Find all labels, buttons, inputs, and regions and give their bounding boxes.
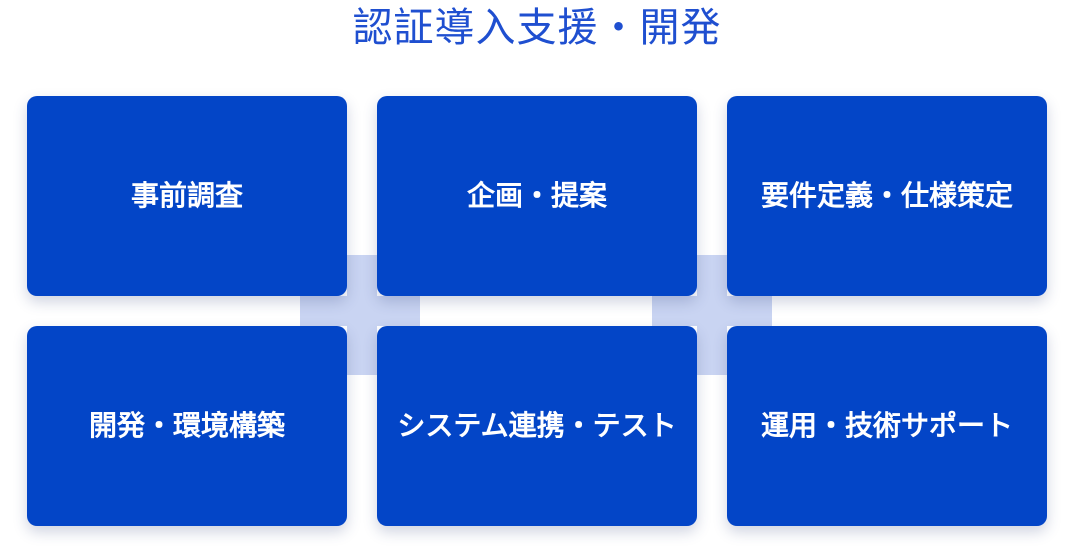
card-label: 開発・環境構築 (88, 409, 285, 443)
card-label: 事前調査 (130, 179, 243, 213)
card-development-environment: 開発・環境構築 (27, 326, 347, 526)
connector-left-horizontal (300, 296, 420, 326)
card-label: 運用・技術サポート (760, 409, 1013, 443)
connector-right-horizontal (652, 296, 772, 326)
card-system-integration-test: システム連携・テスト (377, 326, 697, 526)
card-label: 企画・提案 (466, 179, 607, 213)
diagram-title: 認証導入支援・開発 (352, 5, 722, 51)
card-label: 要件定義・仕様策定 (760, 179, 1013, 213)
card-operations-support: 運用・技術サポート (727, 326, 1047, 526)
card-label: システム連携・テスト (397, 409, 677, 443)
card-requirements-specification: 要件定義・仕様策定 (727, 96, 1047, 296)
card-planning-proposal: 企画・提案 (377, 96, 697, 296)
card-pre-research: 事前調査 (27, 96, 347, 296)
